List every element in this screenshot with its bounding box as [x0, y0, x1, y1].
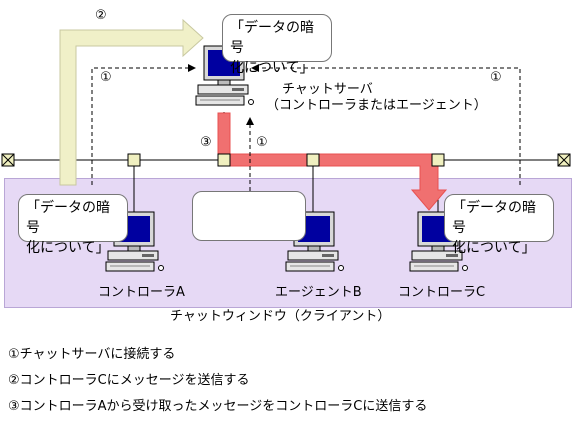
bus-node-server [217, 153, 231, 167]
bubble-line: 化について」 [452, 240, 536, 256]
step-marker-send: ② [95, 8, 107, 23]
step-marker-relay: ③ [200, 135, 212, 150]
controller-a-message-bubble: 「データの暗号 化について」 [18, 194, 128, 256]
bubble-line: 「データの暗号 [26, 200, 110, 236]
legend-item-relay: ③コントローラAから受け取ったメッセージをコントローラCに送信する [8, 399, 428, 414]
step-marker-connect-center: ① [256, 135, 268, 150]
controller-c-message-bubble: 「データの暗号 化について」 [444, 194, 554, 256]
bus-end-right [557, 153, 571, 167]
bubble-line: 「データの暗号 [230, 20, 314, 56]
bus-node-a [127, 153, 141, 167]
connect-line-left [91, 64, 196, 185]
bubble-line: 「データの暗号 [452, 200, 536, 236]
agent-b-label: エージェントB [275, 285, 362, 300]
server-computer-icon [195, 45, 254, 106]
chat-window-label: チャットウィンドウ（クライアント） [170, 309, 391, 324]
bus-end-left [1, 153, 15, 167]
bus-node-b [306, 153, 320, 167]
step-marker-connect-right: ① [490, 70, 502, 85]
controller-c-label: コントローラC [398, 285, 486, 300]
connect-line-right [251, 64, 521, 185]
legend-item-send: ②コントローラCにメッセージを送信する [8, 373, 250, 388]
legend-item-connect: ①チャットサーバに接続する [8, 347, 176, 362]
controller-a-label: コントローラA [98, 285, 185, 300]
bubble-line: 化について」 [26, 240, 110, 256]
relay-arrow [217, 112, 448, 211]
bus-node-c [431, 153, 445, 167]
server-label-line2: （コントローラまたはエージェント） [266, 98, 487, 113]
send-arrow [59, 18, 204, 186]
server-message-bubble: 「データの暗号 化について」 [222, 14, 332, 76]
server-label-line1: チャットサーバ [282, 82, 373, 97]
bubble-line: 化について」 [230, 60, 314, 76]
agent-b-message-bubble [192, 191, 306, 241]
step-marker-connect-left: ① [100, 70, 112, 85]
